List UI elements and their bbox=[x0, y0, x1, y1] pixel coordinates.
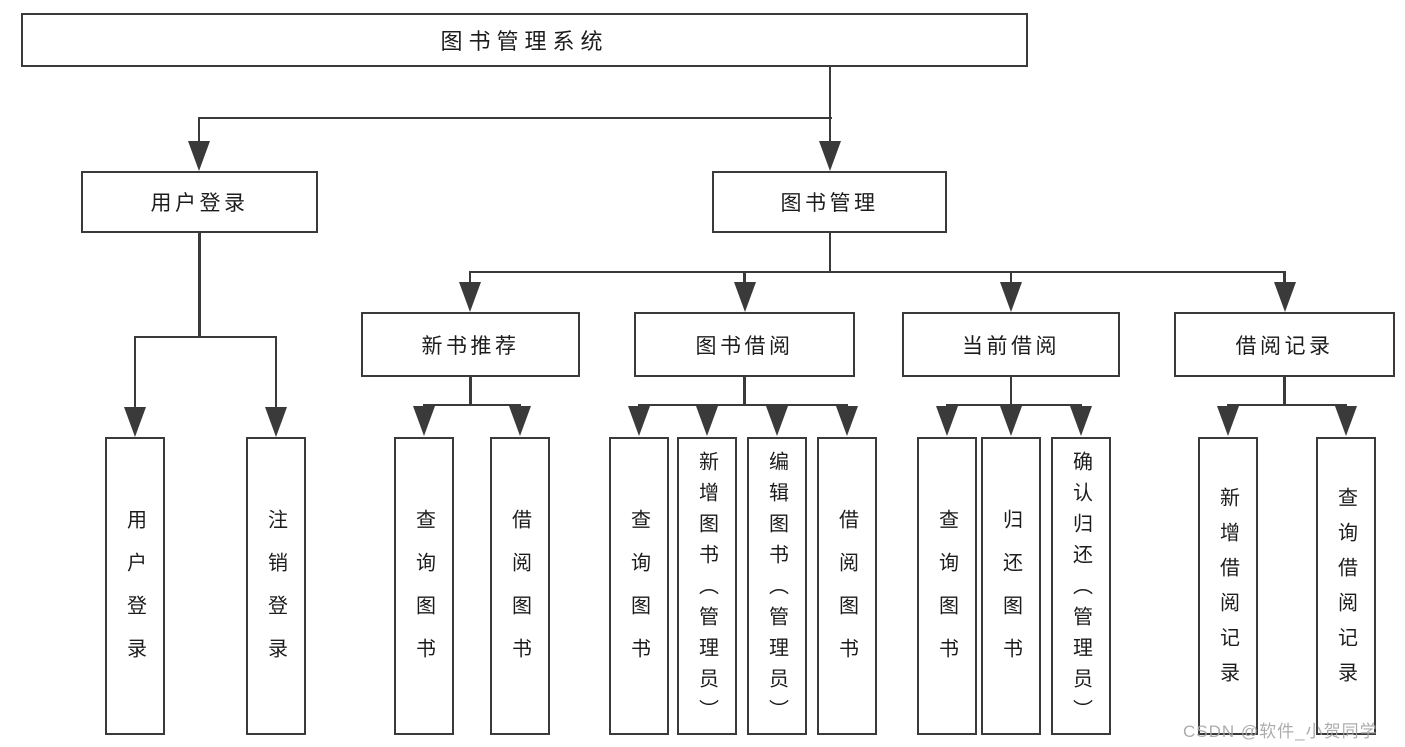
arrowhead-icon bbox=[265, 407, 287, 437]
connector-line bbox=[828, 116, 832, 143]
arrowhead-icon bbox=[696, 406, 718, 436]
watermark: CSDN @软件_小贺同学 bbox=[1183, 722, 1378, 741]
connector-line bbox=[133, 335, 137, 409]
arrowhead-icon bbox=[1273, 282, 1296, 312]
arrowhead-icon bbox=[628, 406, 650, 436]
connector-line bbox=[468, 270, 1286, 273]
leaf-return-books: 归还图书 bbox=[981, 437, 1041, 735]
connector-line bbox=[945, 403, 1083, 406]
leaf-query-borrow-record: 查询借阅记录 bbox=[1316, 437, 1376, 735]
arrowhead-icon bbox=[1335, 406, 1357, 436]
arrowhead-icon bbox=[766, 406, 788, 436]
connector-line bbox=[468, 270, 472, 284]
leaf-add-borrow-record: 新增借阅记录 bbox=[1198, 437, 1258, 735]
connector-line bbox=[1009, 270, 1013, 284]
leaf-logout: 注销登录 bbox=[246, 437, 306, 735]
arrowhead-icon bbox=[188, 141, 210, 171]
node-user-login: 用户登录 bbox=[81, 171, 318, 233]
connector-line bbox=[197, 116, 201, 143]
arrowhead-icon bbox=[459, 282, 481, 312]
leaf-add-books-admin: 新增图书（管理员） bbox=[677, 437, 737, 735]
arrowhead-icon bbox=[1070, 406, 1092, 436]
node-book-borrowing: 图书借阅 bbox=[634, 312, 855, 377]
connector-line bbox=[133, 335, 278, 338]
connector-line bbox=[469, 377, 472, 406]
leaf-edit-books-admin: 编辑图书（管理员） bbox=[747, 437, 807, 735]
node-library-management-system: 图书管理系统 bbox=[21, 13, 1028, 67]
node-book-management: 图书管理 bbox=[712, 171, 947, 233]
arrowhead-icon bbox=[1000, 406, 1022, 436]
arrowhead-icon bbox=[509, 406, 531, 436]
leaf-borrow-books-recommend: 借阅图书 bbox=[490, 437, 550, 735]
arrowhead-icon bbox=[936, 406, 958, 436]
leaf-query-books-borrowing: 查询图书 bbox=[609, 437, 669, 735]
leaf-query-books-current: 查询图书 bbox=[917, 437, 977, 735]
node-borrowing-records: 借阅记录 bbox=[1174, 312, 1395, 377]
arrowhead-icon bbox=[836, 406, 858, 436]
leaf-borrow-books: 借阅图书 bbox=[817, 437, 877, 735]
connector-line bbox=[828, 233, 832, 272]
leaf-user-login: 用户登录 bbox=[105, 437, 165, 735]
connector-line bbox=[1009, 377, 1013, 406]
node-current-borrowing: 当前借阅 bbox=[902, 312, 1120, 377]
connector-line bbox=[1226, 403, 1348, 406]
connector-line bbox=[1283, 270, 1286, 284]
arrowhead-icon bbox=[1217, 406, 1239, 436]
arrowhead-icon bbox=[1000, 282, 1022, 312]
connector-line bbox=[828, 67, 832, 118]
arrowhead-icon bbox=[413, 406, 435, 436]
connector-line bbox=[198, 233, 201, 336]
arrowhead-icon bbox=[733, 282, 756, 312]
connector-line bbox=[743, 377, 746, 406]
connector-line bbox=[637, 403, 849, 406]
arrowhead-icon bbox=[124, 407, 146, 437]
connector-line bbox=[1283, 377, 1286, 406]
arrowhead-icon bbox=[819, 141, 841, 171]
connector-line bbox=[743, 270, 746, 284]
connector-line bbox=[197, 116, 832, 119]
leaf-query-books-recommend: 查询图书 bbox=[394, 437, 454, 735]
node-new-book-recommendation: 新书推荐 bbox=[361, 312, 580, 377]
connector-line bbox=[274, 335, 278, 409]
connector-line bbox=[422, 403, 522, 406]
leaf-confirm-return-admin: 确认归还（管理员） bbox=[1051, 437, 1111, 735]
